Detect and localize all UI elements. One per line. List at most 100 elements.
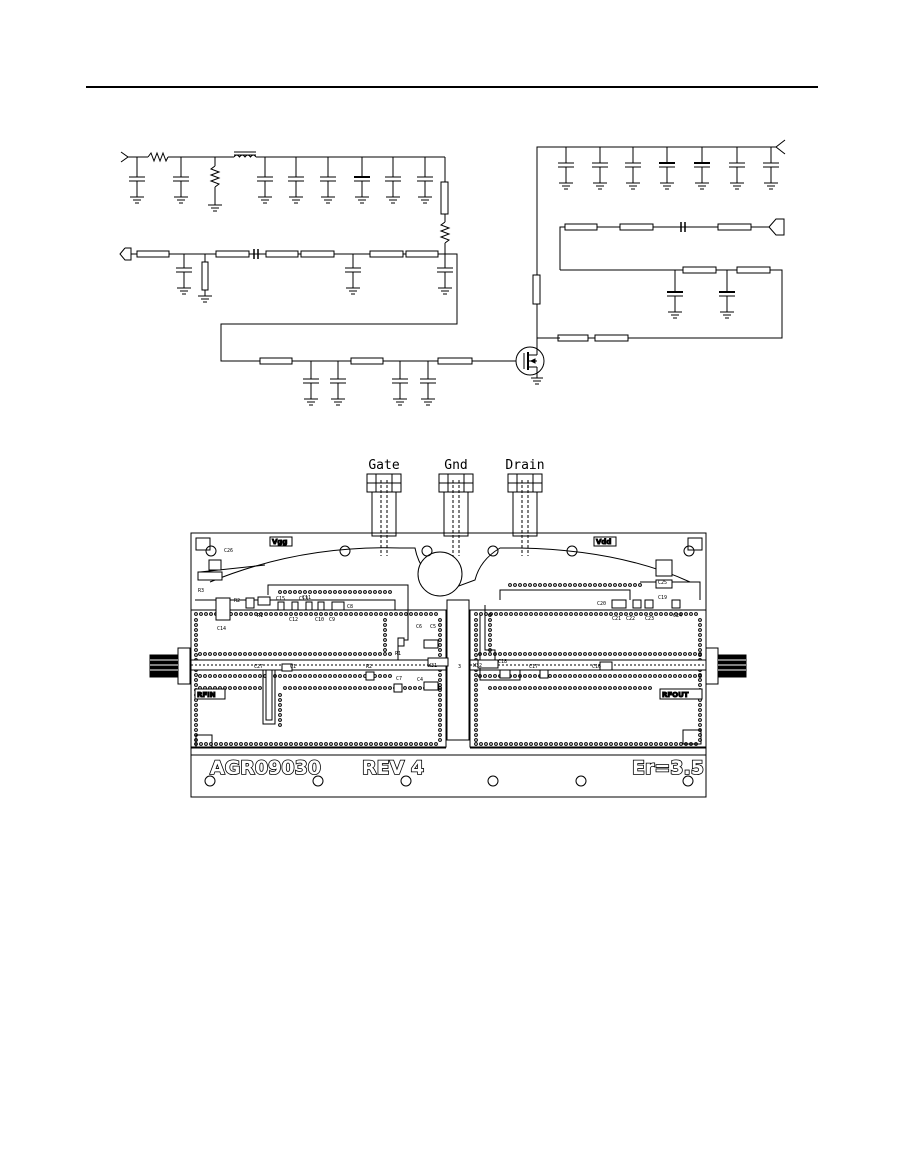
shunt-capacitor bbox=[320, 157, 336, 204]
rf-output-port bbox=[751, 218, 785, 236]
shunt-capacitor bbox=[694, 147, 710, 190]
component-pad bbox=[245, 597, 255, 609]
component-pad bbox=[281, 663, 293, 672]
component-label: 3 bbox=[458, 664, 461, 670]
component-pad bbox=[423, 681, 439, 691]
input-shunt-resistor bbox=[198, 254, 212, 303]
component-label: C24 bbox=[673, 613, 682, 619]
rfout-label: RFOUT bbox=[662, 691, 689, 699]
drain-bias-capacitors bbox=[558, 147, 779, 190]
mounting-hole bbox=[682, 775, 694, 787]
component-label: C15 bbox=[276, 596, 285, 602]
part-number-label: AGR09030 bbox=[210, 757, 321, 779]
component-pad bbox=[655, 559, 673, 577]
shunt-capacitor bbox=[659, 147, 675, 190]
gate-matching-line bbox=[259, 357, 516, 406]
connector-label: Gate bbox=[368, 458, 399, 473]
shunt-capacitor bbox=[719, 270, 735, 319]
dc-connector-gate: Gate bbox=[366, 458, 402, 556]
transistor-symbol bbox=[515, 341, 545, 385]
gate-bias-shunt-resistor bbox=[208, 157, 222, 212]
component-pad bbox=[331, 601, 345, 611]
shunt-capacitor bbox=[667, 270, 683, 319]
transmission-line-segment bbox=[736, 266, 771, 274]
component-label: C23 bbox=[645, 616, 654, 622]
shunt-capacitor bbox=[354, 157, 370, 204]
mounting-hole bbox=[487, 775, 499, 787]
component-pad bbox=[208, 559, 222, 571]
shunt-capacitor bbox=[417, 157, 433, 204]
gate-bias-resistor bbox=[147, 151, 169, 163]
component-label: C8 bbox=[347, 604, 353, 610]
shunt-capacitor bbox=[392, 361, 408, 406]
component-pad bbox=[257, 596, 271, 606]
shunt-capacitor bbox=[288, 157, 304, 204]
mounting-hole bbox=[421, 545, 433, 557]
component-pad bbox=[317, 601, 325, 611]
component-pad bbox=[499, 669, 511, 679]
component-pad bbox=[277, 601, 285, 611]
via-fields bbox=[194, 583, 702, 746]
output-stub-line bbox=[667, 266, 771, 319]
component-pad bbox=[291, 601, 299, 611]
rf-input-sma bbox=[149, 647, 191, 685]
component-label: C10 bbox=[315, 617, 324, 623]
component-pad bbox=[365, 671, 375, 681]
shunt-capacitor bbox=[729, 147, 745, 190]
component-pad bbox=[599, 661, 613, 671]
board-components bbox=[197, 559, 681, 693]
component-label: C1 bbox=[290, 664, 296, 670]
mounting-hole bbox=[205, 545, 217, 557]
component-label: R1 bbox=[395, 651, 401, 657]
mounting-hole bbox=[339, 545, 351, 557]
mounting-hole bbox=[204, 775, 216, 787]
component-label: C14 bbox=[217, 626, 226, 632]
component-label: C25 bbox=[658, 580, 667, 586]
component-label: W31 bbox=[428, 663, 437, 669]
shunt-capacitor bbox=[385, 157, 401, 204]
shunt-capacitor bbox=[592, 147, 608, 190]
rf-input-port bbox=[119, 247, 132, 261]
shunt-capacitor bbox=[257, 157, 273, 204]
mounting-hole bbox=[683, 545, 695, 557]
component-label: C22 bbox=[626, 616, 635, 622]
component-pad bbox=[611, 599, 627, 609]
component-label: C19 bbox=[658, 595, 667, 601]
shunt-capacitor bbox=[173, 157, 189, 204]
mounting-hole bbox=[566, 545, 578, 557]
component-pad bbox=[423, 639, 439, 649]
component-label: C11 bbox=[302, 595, 311, 601]
mounting-hole bbox=[487, 545, 499, 557]
rfin-label: RFIN bbox=[197, 691, 216, 699]
dc-connector-drain: Drain bbox=[505, 458, 545, 556]
component-pad bbox=[644, 599, 654, 609]
shunt-capacitor bbox=[303, 361, 319, 406]
shunt-capacitor bbox=[763, 147, 779, 190]
connector-label: Drain bbox=[505, 458, 544, 473]
shunt-capacitor bbox=[558, 147, 574, 190]
shunt-capacitor bbox=[176, 254, 192, 295]
component-label: W32 bbox=[473, 663, 482, 669]
component-label: C26 bbox=[224, 548, 233, 554]
component-label: C6 bbox=[416, 624, 422, 630]
shunt-capacitor bbox=[330, 361, 346, 406]
component-pad bbox=[305, 601, 313, 611]
gate-bias-capacitors bbox=[129, 157, 433, 212]
vdd-label: Vdd bbox=[596, 538, 611, 546]
component-label: C17 bbox=[529, 664, 538, 670]
gate-bias-inductor bbox=[233, 151, 257, 158]
gate-bias-input-arrow bbox=[120, 151, 148, 163]
component-label: R3 bbox=[198, 588, 204, 594]
er-label: Er=3.5 bbox=[632, 757, 704, 779]
component-pad bbox=[632, 599, 642, 609]
component-pad bbox=[427, 657, 449, 667]
rf-output-sma bbox=[705, 647, 747, 685]
component-label: R2 bbox=[366, 664, 372, 670]
component-label: C16 bbox=[592, 664, 601, 670]
vgg-label: Vgg bbox=[272, 538, 287, 546]
schematic-diagram bbox=[119, 139, 786, 406]
mounting-hole bbox=[312, 775, 324, 787]
